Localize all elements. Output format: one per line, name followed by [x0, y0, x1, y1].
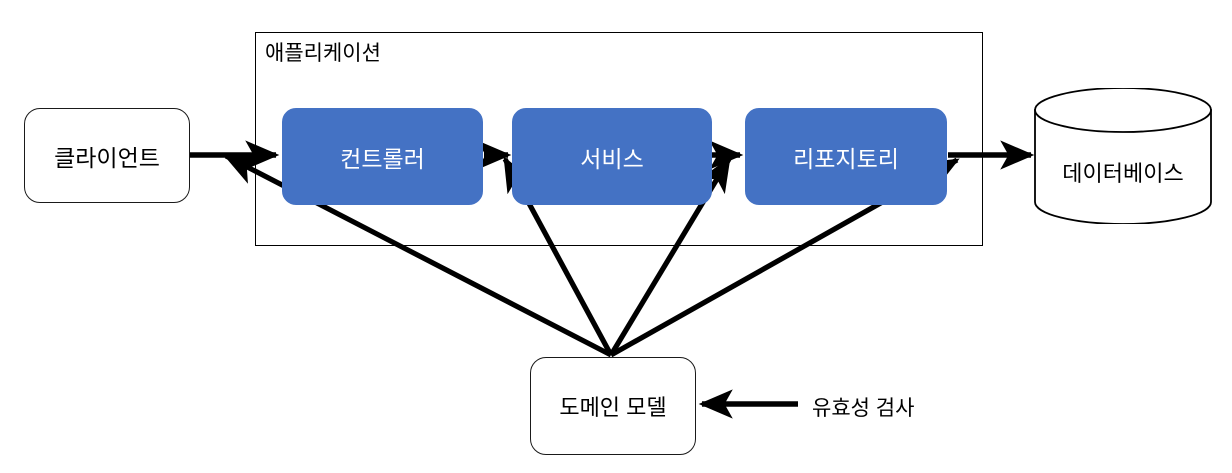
node-database-label: 데이터베이스: [1062, 161, 1184, 186]
node-domain-model-label: 도메인 모델: [559, 395, 667, 420]
node-domain-model[interactable]: 도메인 모델: [530, 357, 696, 455]
application-container-label: 애플리케이션: [265, 42, 381, 65]
node-client[interactable]: 클라이언트: [24, 108, 190, 203]
node-database[interactable]: [1033, 87, 1213, 225]
node-controller[interactable]: 컨트롤러: [282, 108, 483, 205]
annotation-validation: 유효성 검사: [812, 397, 915, 420]
node-service[interactable]: 서비스: [512, 108, 712, 205]
node-controller-label: 컨트롤러: [340, 145, 425, 172]
application-container: [255, 32, 983, 246]
node-client-label: 클라이언트: [54, 144, 160, 171]
node-repository-label: 리포지토리: [793, 145, 899, 172]
node-repository[interactable]: 리포지토리: [745, 108, 947, 205]
database-cylinder-shape: [1034, 87, 1212, 225]
node-service-label: 서비스: [580, 145, 644, 172]
